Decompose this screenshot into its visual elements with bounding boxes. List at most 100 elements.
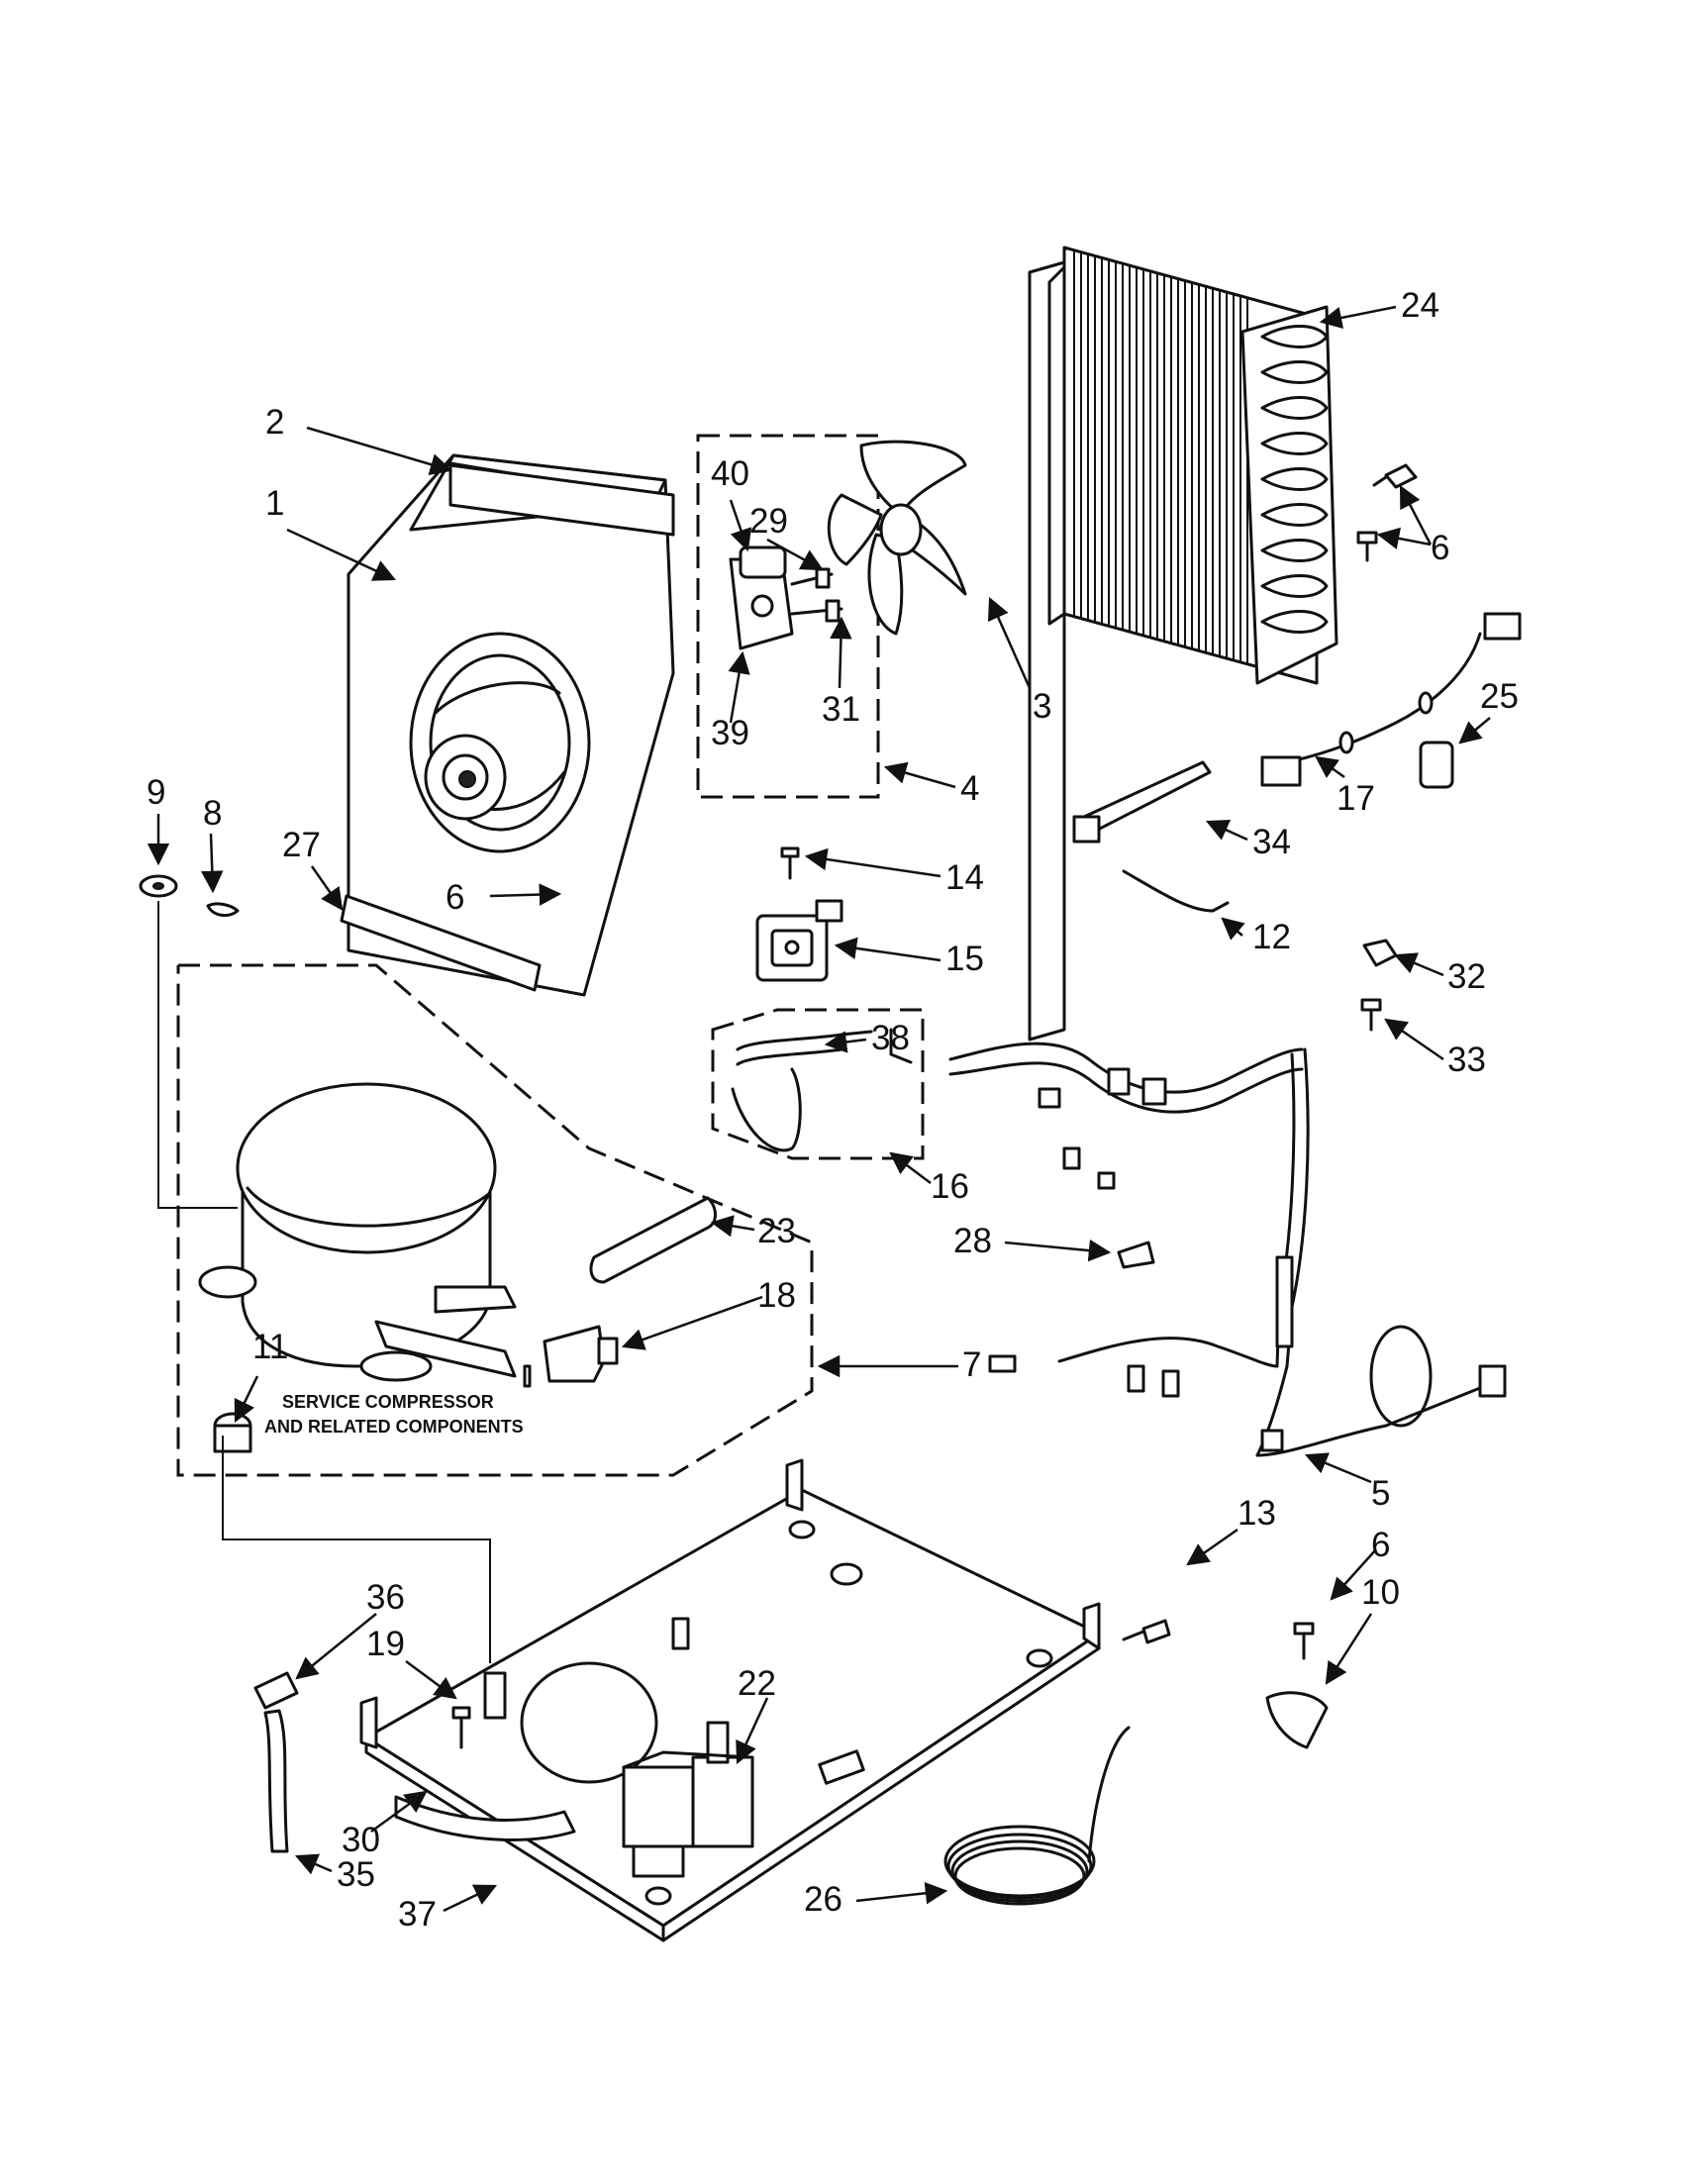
leader-33 (1384, 1018, 1444, 1061)
service-note-line2: AND RELATED COMPONENTS (264, 1417, 524, 1437)
leader-17 (1315, 755, 1345, 779)
compressor-assembly-drawing (176, 963, 814, 1477)
leader-30 (370, 1790, 428, 1834)
solenoid-drawing (755, 846, 843, 982)
callout-14: 14 (945, 858, 984, 897)
leader-2 (306, 426, 453, 476)
callout-27: 27 (282, 826, 321, 864)
callout-labels: 1 2 3 4 5 6 6 6 7 8 9 10 11 12 13 14 15 … (147, 286, 1519, 1934)
callout-6-clip: 6 (1371, 1526, 1390, 1564)
leader-36 (295, 1613, 377, 1680)
callout-28: 28 (953, 1222, 992, 1260)
leader-34 (1205, 820, 1248, 842)
bracket-27-drawing (340, 894, 542, 992)
leader-37 (443, 1884, 498, 1913)
leader-6a2 (1376, 527, 1432, 549)
condenser-coil-loop (1260, 432, 1329, 455)
wire-harness-drawing (948, 1042, 1507, 1457)
callout-7: 7 (962, 1345, 981, 1384)
shroud-gasket-drawing (448, 463, 675, 537)
callout-37: 37 (398, 1895, 437, 1934)
callout-5: 5 (1371, 1474, 1390, 1513)
callout-13: 13 (1238, 1494, 1276, 1533)
leader-25 (1458, 717, 1491, 745)
callout-12: 12 (1252, 918, 1291, 956)
callout-10: 10 (1361, 1573, 1400, 1612)
leader-18 (621, 1295, 763, 1350)
lower-small-parts-drawing (253, 1619, 1329, 1906)
base-pan-drawing (359, 1458, 1101, 1942)
leader-1 (286, 528, 397, 581)
service-note-line1: SERVICE COMPRESSOR (282, 1392, 494, 1412)
callout-33: 33 (1447, 1041, 1486, 1079)
condenser-coil-loop (1260, 503, 1329, 527)
condenser-coil-loop (1260, 610, 1329, 634)
leader-3 (987, 596, 1032, 689)
leader-24 (1319, 305, 1397, 330)
condenser-drawing (1028, 246, 1338, 1042)
callout-25: 25 (1480, 677, 1519, 716)
leader-38 (824, 1031, 867, 1053)
callout-29: 29 (749, 502, 788, 541)
callout-22: 22 (738, 1664, 776, 1703)
callout-36: 36 (366, 1578, 405, 1617)
leader-5 (1304, 1452, 1372, 1484)
callout-40: 40 (711, 454, 749, 493)
callout-3: 3 (1033, 687, 1051, 726)
grommet-parts-drawing (139, 874, 491, 1663)
leader-39 (728, 650, 750, 724)
callout-23: 23 (757, 1212, 796, 1250)
leader-27 (310, 865, 344, 911)
callout-9: 9 (147, 773, 165, 812)
leader-23 (710, 1215, 755, 1238)
callout-24: 24 (1401, 286, 1439, 325)
callout-26: 26 (804, 1880, 842, 1919)
callout-2: 2 (265, 403, 284, 442)
callout-19: 19 (366, 1625, 405, 1663)
drain-pump-drawing (622, 1721, 754, 1878)
condenser-coil-loop (1260, 360, 1329, 384)
leader-26 (855, 1882, 948, 1905)
fan-blade-drawing (827, 440, 967, 636)
leader-8 (201, 833, 224, 894)
callout-30: 30 (342, 1821, 380, 1859)
leader-6b (489, 883, 562, 906)
leader-31 (830, 616, 852, 689)
callout-11: 11 (252, 1328, 288, 1366)
callout-38: 38 (871, 1019, 910, 1057)
leader-16 (889, 1151, 932, 1184)
leader-29 (766, 538, 824, 571)
leader-28 (1004, 1239, 1112, 1262)
tubing-coil-drawing (943, 1726, 1131, 1906)
condenser-coil-loop (1260, 467, 1329, 491)
leader-11 (234, 1375, 259, 1424)
callout-4: 4 (960, 769, 979, 808)
leader-22 (736, 1697, 769, 1765)
condenser-coil-loop (1260, 325, 1329, 348)
condenser-coil-loop (1260, 396, 1329, 420)
callout-6-condenser: 6 (1431, 529, 1449, 567)
callout-18: 18 (757, 1276, 796, 1315)
small-parts-right-drawing (1072, 463, 1522, 1269)
leader-10 (1325, 1613, 1373, 1685)
callout-16: 16 (931, 1167, 969, 1206)
leader-19 (405, 1659, 457, 1700)
callout-32: 32 (1447, 957, 1486, 996)
leader-14 (804, 847, 941, 878)
leader-12 (1221, 917, 1245, 941)
leader-lines (147, 305, 1491, 1913)
callout-1: 1 (265, 484, 284, 523)
leader-4 (883, 761, 956, 789)
condenser-coil-loop (1260, 539, 1329, 562)
callout-39: 39 (711, 714, 749, 752)
leader-40 (729, 499, 752, 552)
leader-6c (1330, 1548, 1377, 1601)
leader-35 (294, 1853, 333, 1875)
leader-6a (1399, 485, 1433, 546)
callout-34: 34 (1252, 823, 1291, 861)
callout-15: 15 (945, 940, 984, 978)
callout-6-shroud: 6 (446, 878, 464, 917)
leader-15 (834, 937, 941, 962)
